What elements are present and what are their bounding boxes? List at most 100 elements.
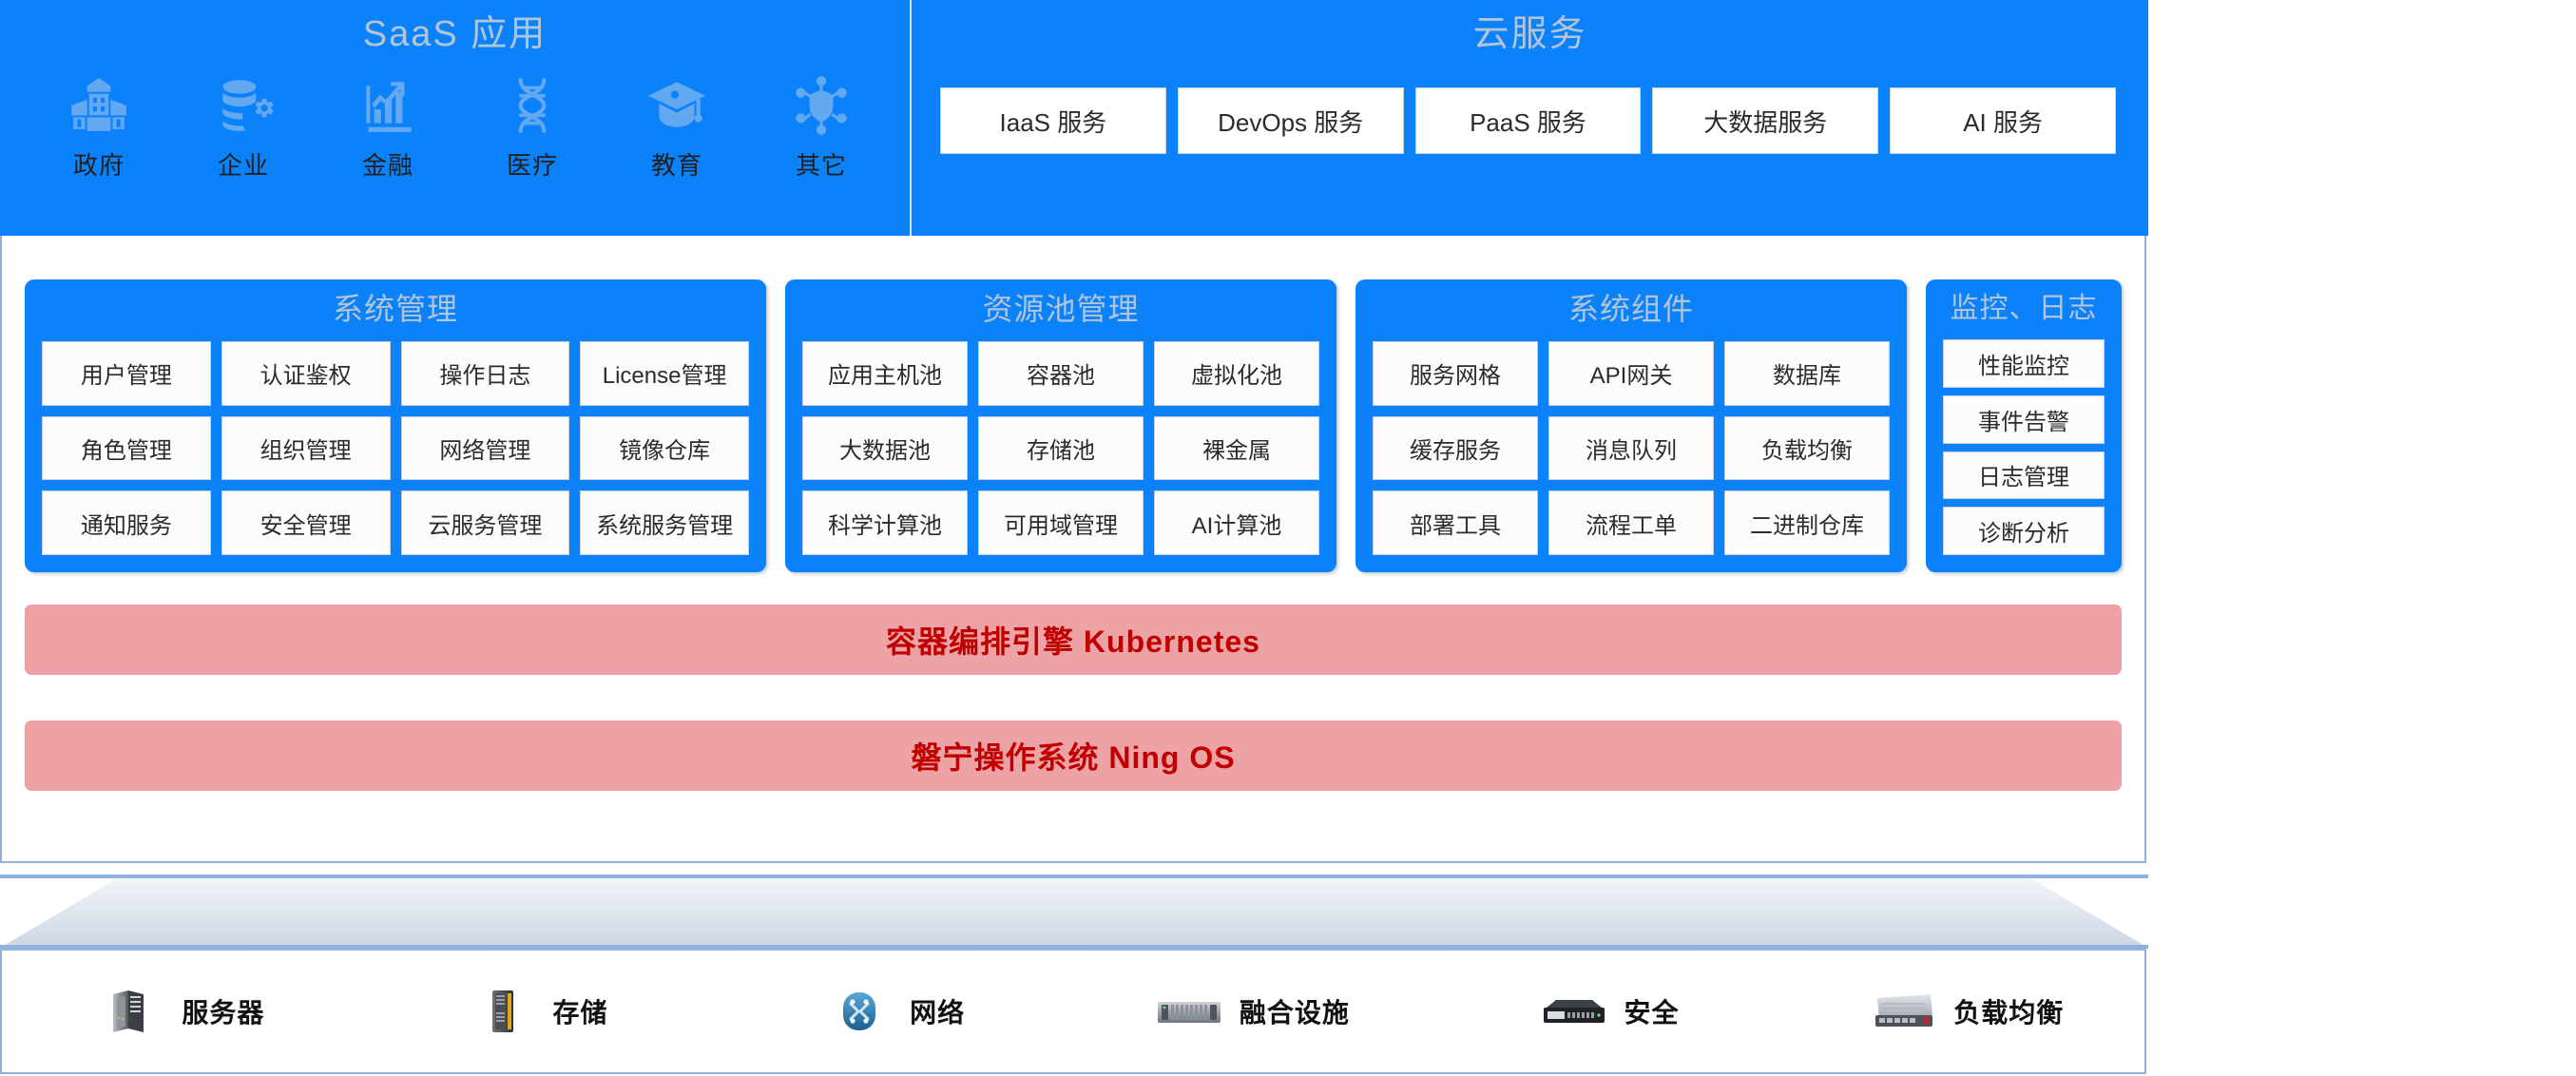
panel-grid-row: 日志管理 <box>1943 451 2105 500</box>
panel-grid-row: 大数据池 存储池 裸金属 <box>802 415 1319 481</box>
saas-icon-row: 政府 企业 金融 <box>0 74 910 182</box>
panel-grid-row: 服务网格 API网关 数据库 <box>1373 341 1890 406</box>
hardware-item-network[interactable]: 网络 <box>716 989 1073 1034</box>
cell-message-queue[interactable]: 消息队列 <box>1548 415 1714 481</box>
cloud-service-iaas[interactable]: IaaS 服务 <box>940 87 1166 154</box>
cell-ai-compute-pool[interactable]: AI计算池 <box>1154 490 1319 556</box>
saas-item-label: 医疗 <box>506 151 558 180</box>
cell-virtualization-pool[interactable]: 虚拟化池 <box>1154 341 1319 406</box>
cell-event-alarm[interactable]: 事件告警 <box>1943 394 2105 444</box>
saas-item-label: 企业 <box>217 151 269 180</box>
hardware-item-label: 存储 <box>552 998 608 1028</box>
cell-security-management[interactable]: 安全管理 <box>221 490 391 556</box>
panel-grid-row: 科学计算池 可用域管理 AI计算池 <box>802 490 1319 556</box>
cell-diagnostic-analysis[interactable]: 诊断分析 <box>1943 507 2105 555</box>
hardware-item-storage[interactable]: 存储 <box>359 989 717 1034</box>
government-building-icon <box>67 74 130 137</box>
panel-grid-row: 应用主机池 容器池 虚拟化池 <box>802 341 1319 406</box>
saas-section: SaaS 应用 政府 企业 <box>0 0 912 236</box>
cell-hpc-pool[interactable]: 科学计算池 <box>802 490 968 556</box>
saas-item-label: 教育 <box>650 151 702 180</box>
cell-api-gateway[interactable]: API网关 <box>1548 341 1714 406</box>
panel-grid: 服务网格 API网关 数据库 缓存服务 消息队列 负载均衡 部署工具 流程工单 … <box>1373 341 1890 556</box>
server-tower-icon <box>96 989 166 1034</box>
cell-auth[interactable]: 认证鉴权 <box>221 341 391 406</box>
layer-connector-trapezoid <box>0 874 2148 949</box>
cell-workflow-ticket[interactable]: 流程工单 <box>1548 490 1714 556</box>
panel-grid-row: 缓存服务 消息队列 负载均衡 <box>1373 415 1890 481</box>
cell-load-balancing[interactable]: 负载均衡 <box>1724 415 1890 481</box>
cloud-service-ai[interactable]: AI 服务 <box>1890 87 2116 154</box>
panel-grid: 应用主机池 容器池 虚拟化池 大数据池 存储池 裸金属 科学计算池 可用域管理 … <box>802 341 1319 556</box>
cell-system-service-management[interactable]: 系统服务管理 <box>580 490 749 556</box>
cell-service-mesh[interactable]: 服务网格 <box>1373 341 1538 406</box>
cloud-services-section: 云服务 IaaS 服务 DevOps 服务 PaaS 服务 大数据服务 AI 服… <box>912 0 2148 236</box>
cell-role-management[interactable]: 角色管理 <box>42 415 211 481</box>
cell-storage-pool[interactable]: 存储池 <box>978 415 1144 481</box>
saas-item-label: 其它 <box>795 151 847 180</box>
cell-bigdata-pool[interactable]: 大数据池 <box>802 415 968 481</box>
saas-item-enterprise[interactable]: 企业 <box>171 74 316 182</box>
cell-container-pool[interactable]: 容器池 <box>978 341 1144 406</box>
cell-cache-service[interactable]: 缓存服务 <box>1373 415 1538 481</box>
security-firewall-icon <box>1539 989 1609 1034</box>
panel-grid-row: 性能监控 <box>1943 339 2105 388</box>
panel-grid-row: 事件告警 <box>1943 394 2105 444</box>
saas-item-finance[interactable]: 金融 <box>316 74 460 182</box>
cell-org-management[interactable]: 组织管理 <box>221 415 391 481</box>
dna-helix-icon <box>501 74 564 137</box>
panel-resource-pool-management: 资源池管理 应用主机池 容器池 虚拟化池 大数据池 存储池 裸金属 科学计算池 <box>785 279 1336 572</box>
coins-gear-icon <box>212 74 275 137</box>
top-blue-band: SaaS 应用 政府 企业 <box>0 0 2148 236</box>
cell-log-management[interactable]: 日志管理 <box>1943 451 2105 500</box>
cell-operation-log[interactable]: 操作日志 <box>400 341 570 406</box>
bar-chart-arrow-icon <box>356 74 419 137</box>
hardware-item-security[interactable]: 安全 <box>1431 989 1788 1034</box>
panel-grid-row: 角色管理 组织管理 网络管理 镜像仓库 <box>42 415 749 481</box>
cell-database[interactable]: 数据库 <box>1724 341 1890 406</box>
cell-deployment-tool[interactable]: 部署工具 <box>1373 490 1538 556</box>
platform-main-container: 系统管理 用户管理 认证鉴权 操作日志 License管理 角色管理 组织管理 … <box>0 236 2146 863</box>
panel-title: 系统管理 <box>332 292 458 326</box>
hardware-item-server[interactable]: 服务器 <box>2 989 359 1034</box>
cell-cloud-service-management[interactable]: 云服务管理 <box>400 490 570 556</box>
cell-availability-zone[interactable]: 可用域管理 <box>978 490 1144 556</box>
saas-item-healthcare[interactable]: 医疗 <box>460 74 605 182</box>
platform-panel-row: 系统管理 用户管理 认证鉴权 操作日志 License管理 角色管理 组织管理 … <box>25 279 2122 572</box>
panel-title: 系统组件 <box>1567 292 1694 326</box>
hardware-item-label: 服务器 <box>182 998 265 1028</box>
saas-item-education[interactable]: 教育 <box>605 74 749 182</box>
cell-network-management[interactable]: 网络管理 <box>400 415 570 481</box>
cell-user-management[interactable]: 用户管理 <box>42 341 211 406</box>
cell-image-registry[interactable]: 镜像仓库 <box>580 415 749 481</box>
panel-grid: 性能监控 事件告警 日志管理 诊断分析 <box>1943 339 2105 555</box>
cloud-service-bigdata[interactable]: 大数据服务 <box>1652 87 1879 154</box>
saas-item-label: 政府 <box>72 151 125 180</box>
saas-item-other[interactable]: 其它 <box>749 74 894 182</box>
panel-system-management: 系统管理 用户管理 认证鉴权 操作日志 License管理 角色管理 组织管理 … <box>25 279 766 572</box>
cell-binary-repository[interactable]: 二进制仓库 <box>1724 490 1890 556</box>
graduation-cap-icon <box>645 74 708 137</box>
cell-notification-service[interactable]: 通知服务 <box>42 490 211 556</box>
saas-section-title: SaaS 应用 <box>362 14 548 54</box>
saas-item-government[interactable]: 政府 <box>27 74 171 182</box>
cell-performance-monitoring[interactable]: 性能监控 <box>1943 339 2105 388</box>
cell-license-management[interactable]: License管理 <box>580 341 749 406</box>
saas-item-label: 金融 <box>361 151 413 180</box>
storage-array-icon <box>468 989 538 1034</box>
cloud-services-box-row: IaaS 服务 DevOps 服务 PaaS 服务 大数据服务 AI 服务 <box>940 87 2116 154</box>
cell-app-host-pool[interactable]: 应用主机池 <box>802 341 968 406</box>
hardware-infrastructure-bar: 服务器 存储 <box>0 949 2146 1074</box>
hardware-item-label: 负载均衡 <box>1953 998 2065 1028</box>
cell-bare-metal[interactable]: 裸金属 <box>1154 415 1319 481</box>
panel-monitoring-logs: 监控、日志 性能监控 事件告警 日志管理 诊断分析 <box>1926 279 2122 572</box>
cloud-service-devops[interactable]: DevOps 服务 <box>1177 87 1404 154</box>
hardware-item-converged[interactable]: 融合设施 <box>1073 989 1431 1034</box>
cloud-service-paas[interactable]: PaaS 服务 <box>1414 87 1642 154</box>
panel-grid: 用户管理 认证鉴权 操作日志 License管理 角色管理 组织管理 网络管理 … <box>42 341 749 556</box>
cloud-services-title: 云服务 <box>1472 14 1587 54</box>
hardware-item-load-balancer[interactable]: 负载均衡 <box>1787 989 2144 1034</box>
panel-grid-row: 用户管理 认证鉴权 操作日志 License管理 <box>42 341 749 406</box>
hardware-item-label: 网络 <box>910 998 966 1028</box>
